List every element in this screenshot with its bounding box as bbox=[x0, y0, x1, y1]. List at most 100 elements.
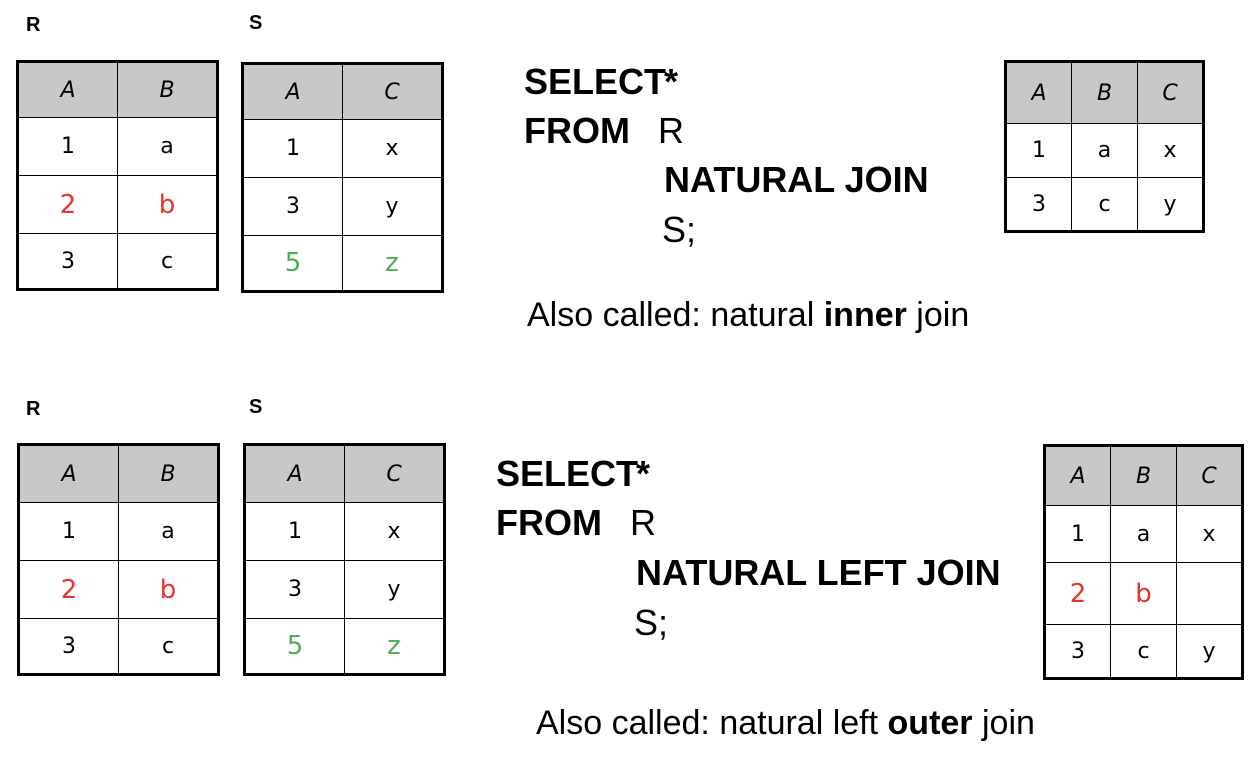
top-sql-join: NATURAL JOIN bbox=[664, 159, 929, 200]
bottom-s-header-a: A bbox=[244, 444, 345, 503]
top-s-cell: 3 bbox=[242, 177, 343, 236]
bottom-s-cell: x bbox=[344, 502, 445, 561]
bottom-result-cell: y bbox=[1176, 624, 1243, 679]
top-r-cell-unmatched: 2 bbox=[17, 175, 118, 234]
table-row: 2 b bbox=[17, 175, 218, 234]
top-sql-star: * bbox=[664, 61, 679, 102]
top-note-suffix: join bbox=[906, 296, 970, 334]
top-s-header-a: A bbox=[242, 63, 343, 120]
bottom-s-cell: y bbox=[344, 560, 445, 619]
bottom-result-cell: x bbox=[1176, 505, 1243, 563]
bottom-result-table: A B C 1 a x 2 b 3 c y bbox=[1043, 444, 1244, 680]
top-sql-rel-s: S; bbox=[662, 209, 697, 250]
bottom-r-cell: 3 bbox=[18, 618, 119, 675]
table-row: 1 a bbox=[17, 117, 218, 176]
top-r-cell: c bbox=[117, 233, 218, 290]
table-row: 3 c y bbox=[1044, 624, 1243, 679]
table-row: 1 a bbox=[18, 502, 219, 561]
bottom-result-cell-unmatched: b bbox=[1110, 562, 1177, 625]
top-result-table: A B C 1 a x 3 c y bbox=[1004, 60, 1205, 233]
table-row: 5 z bbox=[242, 235, 443, 292]
table-row: 5 z bbox=[244, 618, 445, 675]
table-row: 3 c bbox=[17, 233, 218, 290]
top-r-cell: a bbox=[117, 117, 218, 176]
bottom-r-cell: 1 bbox=[18, 502, 119, 561]
top-s-cell-unmatched: z bbox=[342, 235, 443, 292]
top-sql-rel-r: R bbox=[658, 110, 684, 151]
bottom-sql-star: * bbox=[636, 453, 651, 494]
top-label-s: S bbox=[249, 12, 263, 34]
bottom-r-cell: a bbox=[118, 502, 219, 561]
top-table-s: A C 1 x 3 y 5 z bbox=[241, 62, 444, 293]
bottom-r-cell-unmatched: 2 bbox=[18, 560, 119, 619]
top-label-r: R bbox=[26, 14, 41, 36]
top-result-cell: x bbox=[1137, 123, 1204, 178]
top-result-cell: 1 bbox=[1005, 123, 1072, 178]
top-result-header-b: B bbox=[1071, 61, 1138, 124]
bottom-result-cell-null bbox=[1176, 562, 1243, 625]
bottom-sql-select: SELECT bbox=[496, 453, 639, 494]
top-result-cell: c bbox=[1071, 177, 1138, 232]
top-s-cell: y bbox=[342, 177, 443, 236]
bottom-note-bold: outer bbox=[887, 704, 973, 742]
top-note: Also called: natural inner join bbox=[527, 296, 969, 335]
table-row: 3 y bbox=[242, 177, 443, 236]
bottom-r-cell: c bbox=[118, 618, 219, 675]
top-sql-from: FROM bbox=[524, 110, 630, 151]
bottom-sql-join: NATURAL LEFT JOIN bbox=[636, 552, 1001, 593]
bottom-table-r: A B 1 a 2 b 3 c bbox=[17, 443, 220, 676]
top-result-cell: y bbox=[1137, 177, 1204, 232]
bottom-result-cell: a bbox=[1110, 505, 1177, 563]
table-row: 3 c bbox=[18, 618, 219, 675]
bottom-label-r: R bbox=[26, 398, 41, 420]
top-result-cell: a bbox=[1071, 123, 1138, 178]
bottom-r-header-b: B bbox=[118, 444, 219, 503]
top-s-header-c: C bbox=[342, 63, 443, 120]
top-r-header-a: A bbox=[17, 61, 118, 118]
table-row: 2 b bbox=[18, 560, 219, 619]
top-r-cell-unmatched: b bbox=[117, 175, 218, 234]
top-s-cell: x bbox=[342, 119, 443, 178]
bottom-s-cell: 3 bbox=[244, 560, 345, 619]
bottom-s-cell-unmatched: 5 bbox=[244, 618, 345, 675]
bottom-table-s: A C 1 x 3 y 5 z bbox=[243, 443, 446, 676]
top-s-cell-unmatched: 5 bbox=[242, 235, 343, 292]
top-s-cell: 1 bbox=[242, 119, 343, 178]
table-row: 1 x bbox=[244, 502, 445, 561]
top-note-prefix: Also called: natural bbox=[527, 296, 824, 334]
table-row: 2 b bbox=[1044, 562, 1243, 625]
bottom-result-cell: c bbox=[1110, 624, 1177, 679]
bottom-result-cell-unmatched: 2 bbox=[1044, 562, 1111, 625]
bottom-sql-from: FROM bbox=[496, 502, 602, 543]
bottom-result-cell: 3 bbox=[1044, 624, 1111, 679]
top-r-header-b: B bbox=[117, 61, 218, 118]
bottom-sql-rel-r: R bbox=[630, 502, 656, 543]
bottom-s-cell: 1 bbox=[244, 502, 345, 561]
top-r-cell: 1 bbox=[17, 117, 118, 176]
bottom-r-header-a: A bbox=[18, 444, 119, 503]
top-result-header-a: A bbox=[1005, 61, 1072, 124]
bottom-note-prefix: Also called: natural left bbox=[536, 704, 888, 742]
bottom-result-header-a: A bbox=[1044, 445, 1111, 506]
table-row: 1 x bbox=[242, 119, 443, 178]
bottom-note: Also called: natural left outer join bbox=[536, 704, 1035, 743]
top-result-cell: 3 bbox=[1005, 177, 1072, 232]
bottom-sql-rel-s: S; bbox=[634, 602, 669, 643]
table-row: 3 y bbox=[244, 560, 445, 619]
bottom-note-suffix: join bbox=[972, 704, 1035, 742]
top-note-bold: inner bbox=[823, 296, 907, 334]
bottom-s-header-c: C bbox=[344, 444, 445, 503]
top-table-r: A B 1 a 2 b 3 c bbox=[16, 60, 219, 291]
top-sql-select: SELECT bbox=[524, 61, 667, 102]
top-r-cell: 3 bbox=[17, 233, 118, 290]
bottom-r-cell-unmatched: b bbox=[118, 560, 219, 619]
bottom-s-cell-unmatched: z bbox=[344, 618, 445, 675]
bottom-result-header-b: B bbox=[1110, 445, 1177, 506]
top-result-header-c: C bbox=[1137, 61, 1204, 124]
bottom-label-s: S bbox=[249, 396, 263, 418]
bottom-result-cell: 1 bbox=[1044, 505, 1111, 563]
table-row: 1 a x bbox=[1044, 505, 1243, 563]
table-row: 3 c y bbox=[1005, 177, 1204, 232]
table-row: 1 a x bbox=[1005, 123, 1204, 178]
bottom-result-header-c: C bbox=[1176, 445, 1243, 506]
